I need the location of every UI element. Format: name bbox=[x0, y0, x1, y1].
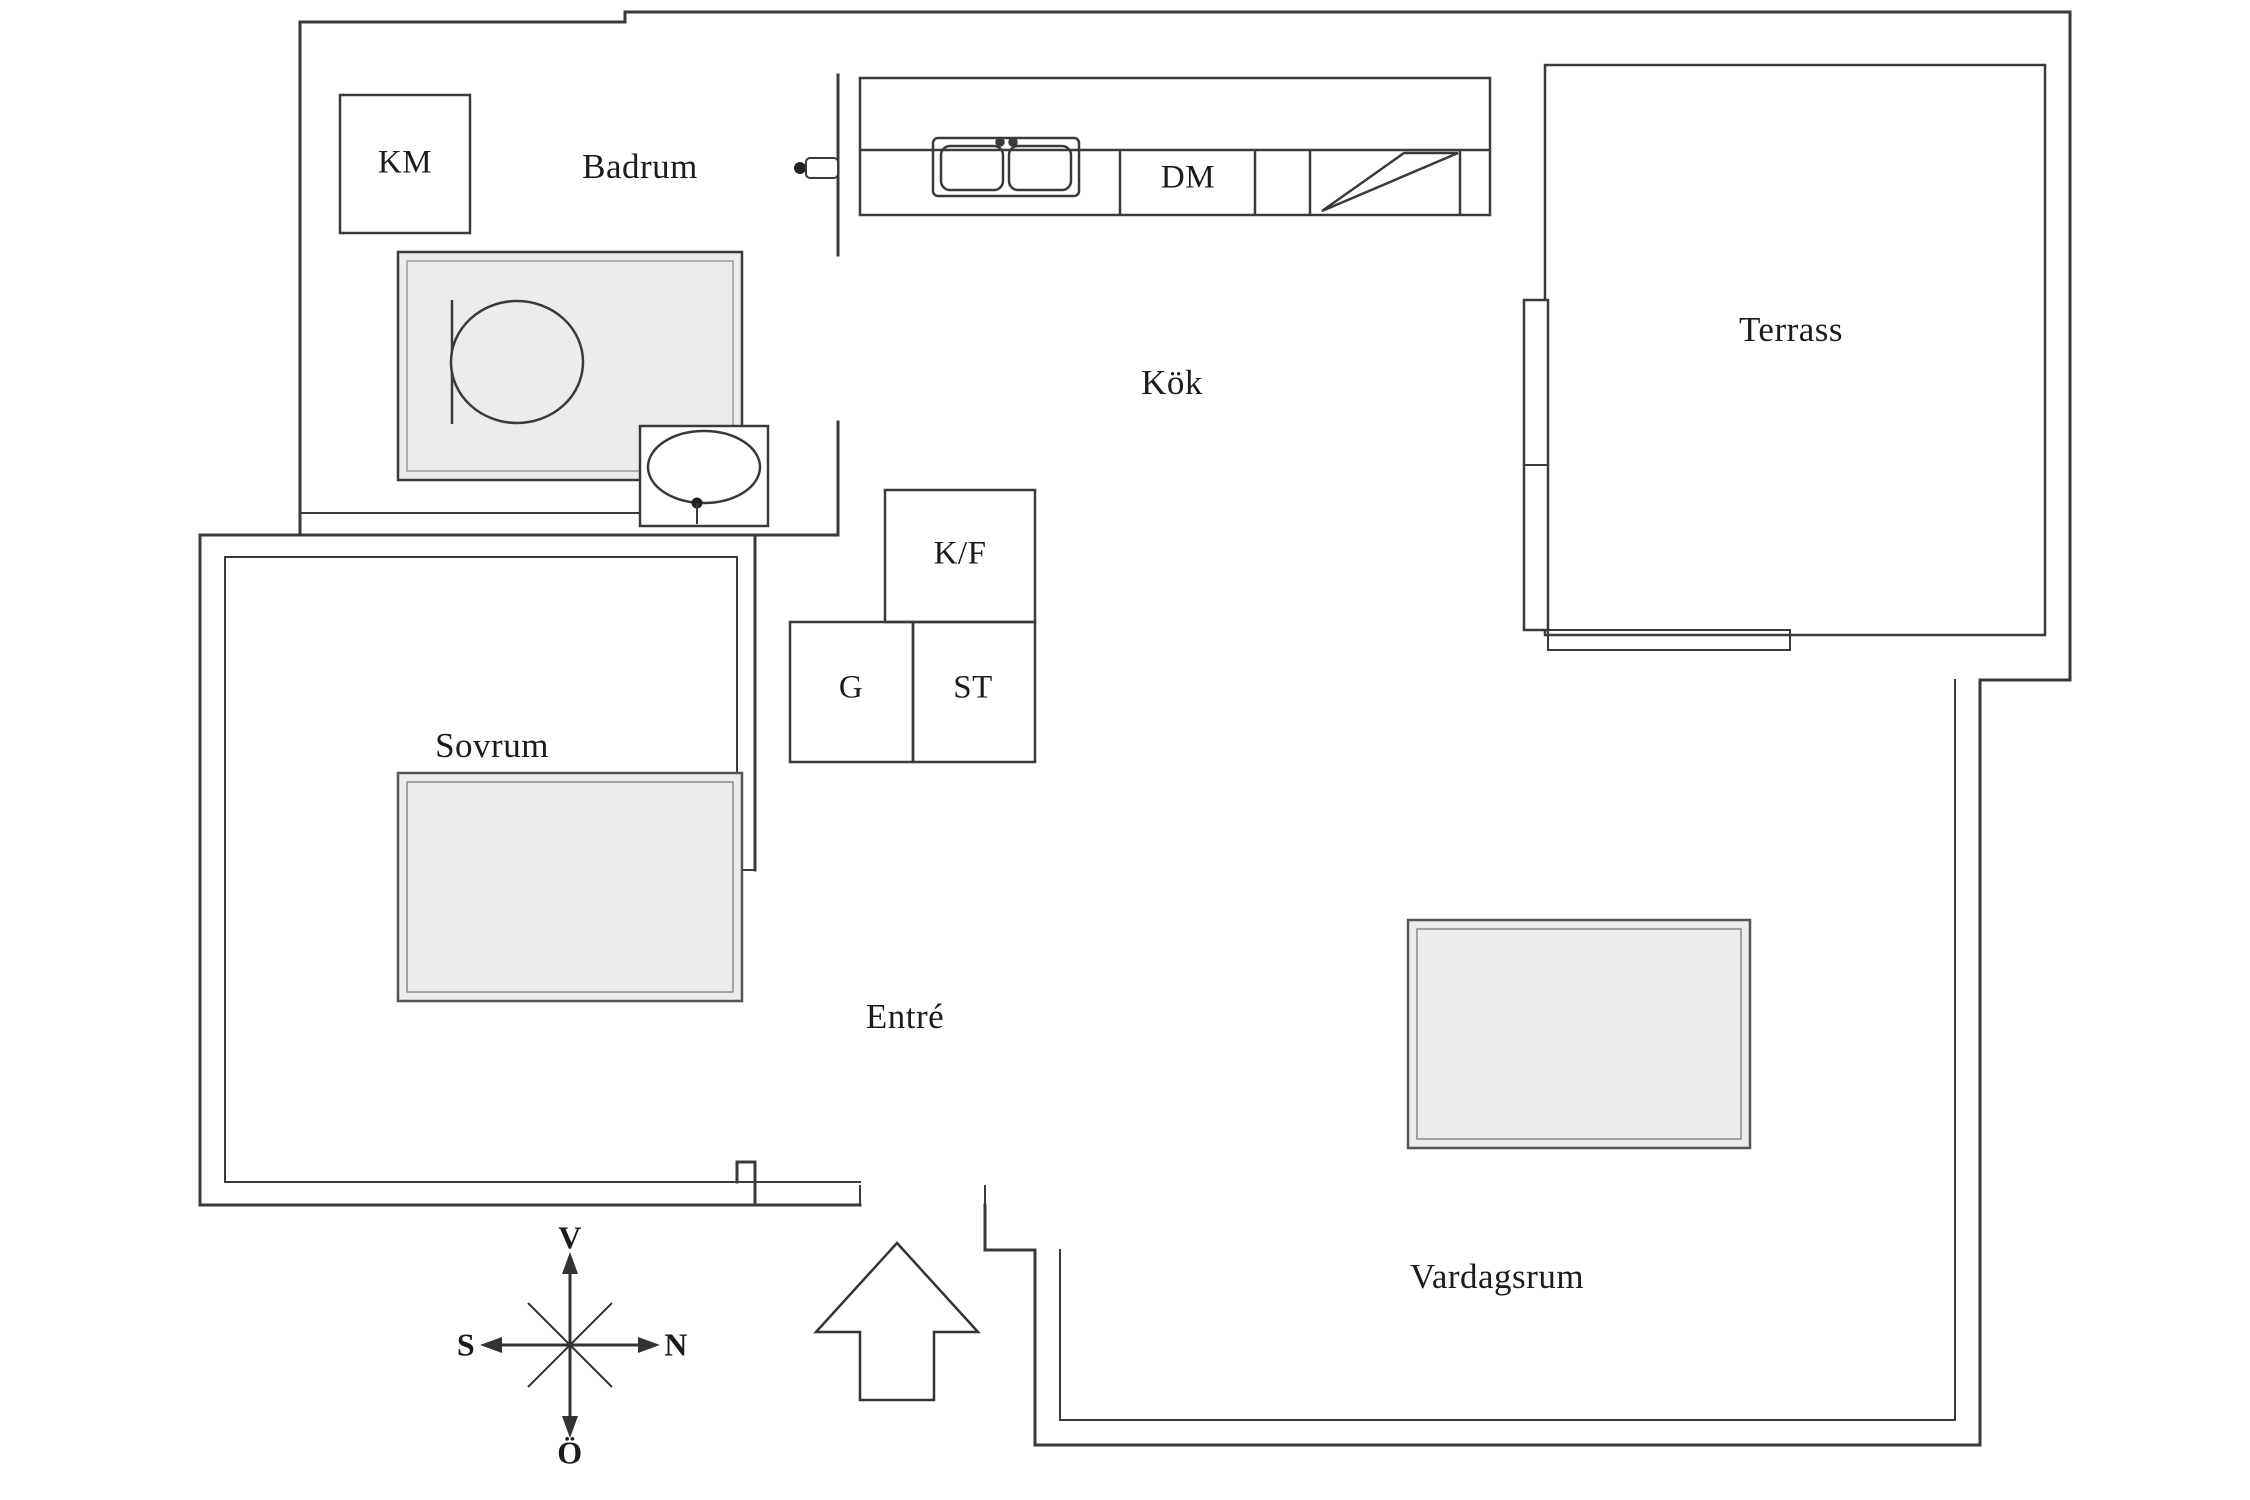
outer-wall-right-section bbox=[298, 10, 2072, 1447]
compass-diagonals bbox=[527, 1302, 613, 1388]
room-label-badrum: Badrum bbox=[582, 147, 698, 186]
compass-rose bbox=[480, 1252, 660, 1438]
label-wardrobe: G bbox=[838, 669, 864, 706]
room-label-terrass: Terrass bbox=[1738, 310, 1844, 349]
washing-machine-box bbox=[338, 93, 472, 235]
room-label-vardagsrum: Vardagsrum bbox=[1409, 1257, 1585, 1296]
inner-wall-livingroom bbox=[1059, 679, 1956, 1421]
corner-cabinet-door-icon bbox=[1321, 151, 1459, 213]
corner-cabinet-dividers bbox=[1308, 150, 1462, 215]
compass-arrowhead-right bbox=[638, 1337, 660, 1353]
terrace-window-strip bbox=[1547, 629, 1791, 651]
dishwasher-dividers bbox=[1118, 150, 1257, 215]
outer-wall-left-section bbox=[198, 20, 862, 1207]
label-washing-machine: KM bbox=[377, 144, 433, 181]
rugs bbox=[396, 771, 1752, 1150]
kitchen-sink-basin-right bbox=[1007, 144, 1073, 192]
terrace bbox=[1522, 63, 2047, 651]
entrance-arrow-icon bbox=[813, 1241, 981, 1402]
label-dishwasher: DM bbox=[1160, 159, 1216, 196]
livingroom-rug bbox=[1406, 918, 1752, 1150]
terrace-outline bbox=[1543, 63, 2047, 637]
compass-arrowhead-left bbox=[480, 1337, 502, 1353]
wall-hook-dot bbox=[794, 162, 806, 174]
entrance-door-jambs bbox=[859, 1185, 986, 1206]
kitchen-faucet-knob-left bbox=[995, 137, 1005, 147]
bathroom-fixtures bbox=[396, 157, 839, 528]
room-label-entre: Entré bbox=[865, 997, 945, 1036]
label-fridge-freezer: K/F bbox=[933, 535, 987, 572]
compass-label-bottom: Ö bbox=[557, 1434, 583, 1471]
kitchen-faucet-knob-right bbox=[1008, 137, 1018, 147]
label-cleaning-closet: ST bbox=[953, 669, 993, 706]
washbasin-icon bbox=[646, 429, 762, 505]
counter-outline bbox=[858, 76, 1492, 217]
compass-arrowhead-up bbox=[562, 1252, 578, 1274]
kitchen-counter bbox=[858, 76, 1492, 217]
compass-arrowhead-down bbox=[562, 1416, 578, 1438]
room-label-kok: Kök bbox=[1141, 363, 1203, 402]
kitchen-sink-basin-left bbox=[939, 144, 1005, 192]
toilet-icon bbox=[449, 299, 585, 425]
shower-area-inner-line bbox=[406, 260, 734, 472]
closet-boxes bbox=[338, 93, 1037, 764]
compass-label-left: S bbox=[456, 1326, 476, 1363]
kitchen-sink-icon bbox=[931, 136, 1081, 198]
compass-label-top: V bbox=[558, 1219, 582, 1256]
room-label-sovrum: Sovrum bbox=[435, 726, 549, 765]
compass-label-right: N bbox=[664, 1326, 688, 1363]
wall-hook-icon bbox=[805, 157, 839, 179]
wall-bedroom-right-stub bbox=[735, 1160, 757, 1207]
livingroom-rug-inner-line bbox=[1416, 928, 1742, 1140]
cleaning-closet-box bbox=[911, 620, 1037, 764]
bedroom-rug-inner-line bbox=[406, 781, 734, 993]
bedroom-rug bbox=[396, 771, 744, 1003]
